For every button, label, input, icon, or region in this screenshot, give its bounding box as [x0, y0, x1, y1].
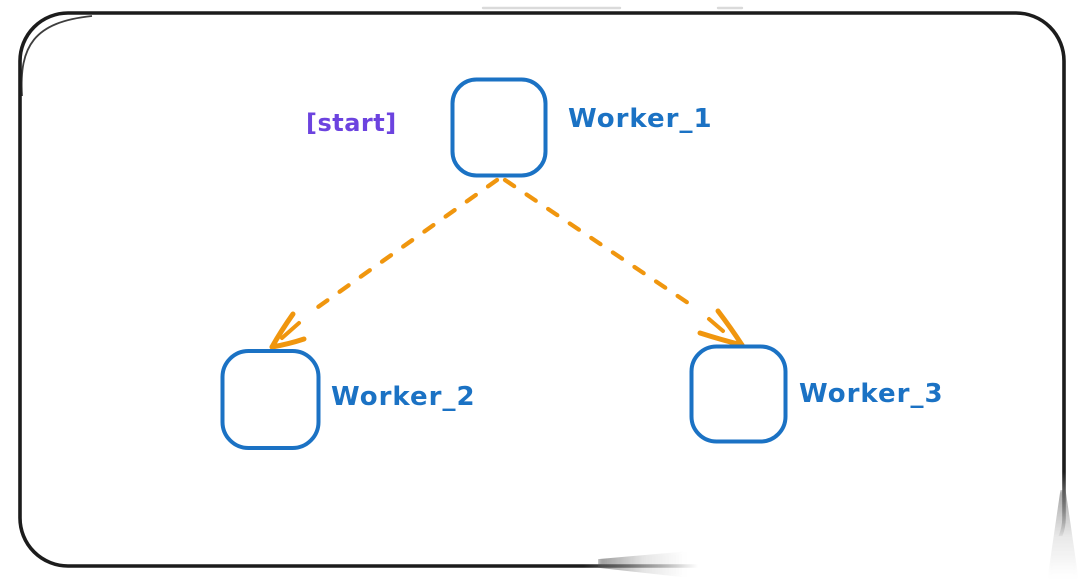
edge-worker1-worker3-line[interactable] [502, 177, 700, 312]
node-worker-1-shape[interactable] [450, 77, 548, 178]
edge-worker1-worker2-line[interactable] [308, 177, 500, 315]
node-worker-2-label[interactable]: Worker_2 [331, 382, 476, 412]
node-worker-3-label[interactable]: Worker_3 [799, 379, 944, 409]
edge-worker1-worker2[interactable] [269, 177, 500, 350]
edge-worker1-worker3[interactable] [502, 177, 745, 348]
edge-worker1-worker3-arrowhead [697, 330, 745, 348]
node-worker-3-shape[interactable] [689, 344, 788, 444]
edge-worker1-worker2-arrowhead-tick [280, 321, 301, 340]
node-worker-2-shape[interactable] [220, 349, 321, 450]
node-worker-1-label[interactable]: Worker_1 [568, 104, 713, 134]
canvas-frame-sketch-overlap [20, 15, 93, 97]
start-annotation[interactable]: [start] [306, 109, 397, 137]
canvas-frame [18, 11, 1066, 568]
edge-worker1-worker3-arrowhead-tick [707, 317, 725, 333]
edge-worker1-worker2-arrowhead [269, 336, 307, 350]
